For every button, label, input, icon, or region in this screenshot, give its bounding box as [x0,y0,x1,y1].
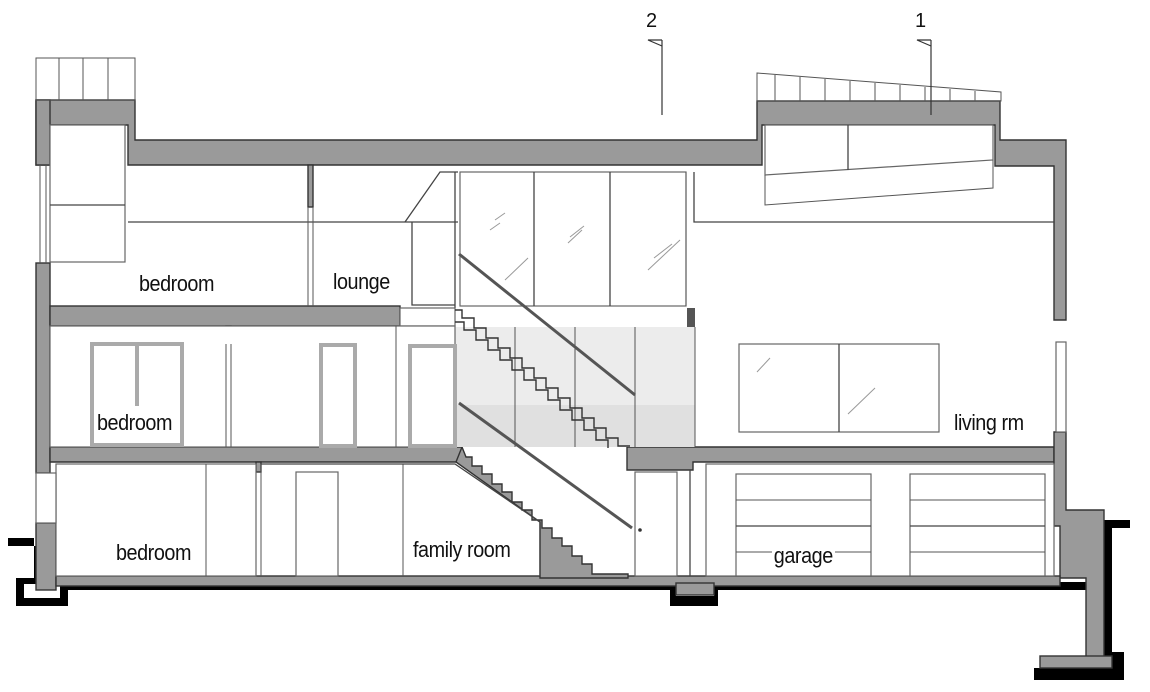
skylight [764,124,994,206]
room-label-lounge: lounge [333,269,390,294]
room-label-family-room: family room [413,537,511,562]
left-tower-window [39,124,126,263]
structure [35,99,1113,669]
section-marker-2 [647,39,663,115]
section-marker-1 [916,39,932,115]
parapet-left [35,57,136,101]
room-label-upper-bedroom: bedroom [139,271,215,296]
upper-floor-lines [128,171,1054,327]
glazed-wall [459,171,687,307]
room-label-garage: garage [772,543,835,569]
room-label-middle-bedroom: bedroom [97,410,173,436]
stair-screen [455,252,696,530]
room-label-living-room: living rm [954,410,1024,435]
ground-floor [35,463,1055,577]
section-marker-2-label: 2 [646,10,658,32]
parapet-right-sloped [756,72,1002,102]
section-marker-1-label: 1 [915,10,927,32]
room-label-lower-bedroom: bedroom [116,540,192,565]
